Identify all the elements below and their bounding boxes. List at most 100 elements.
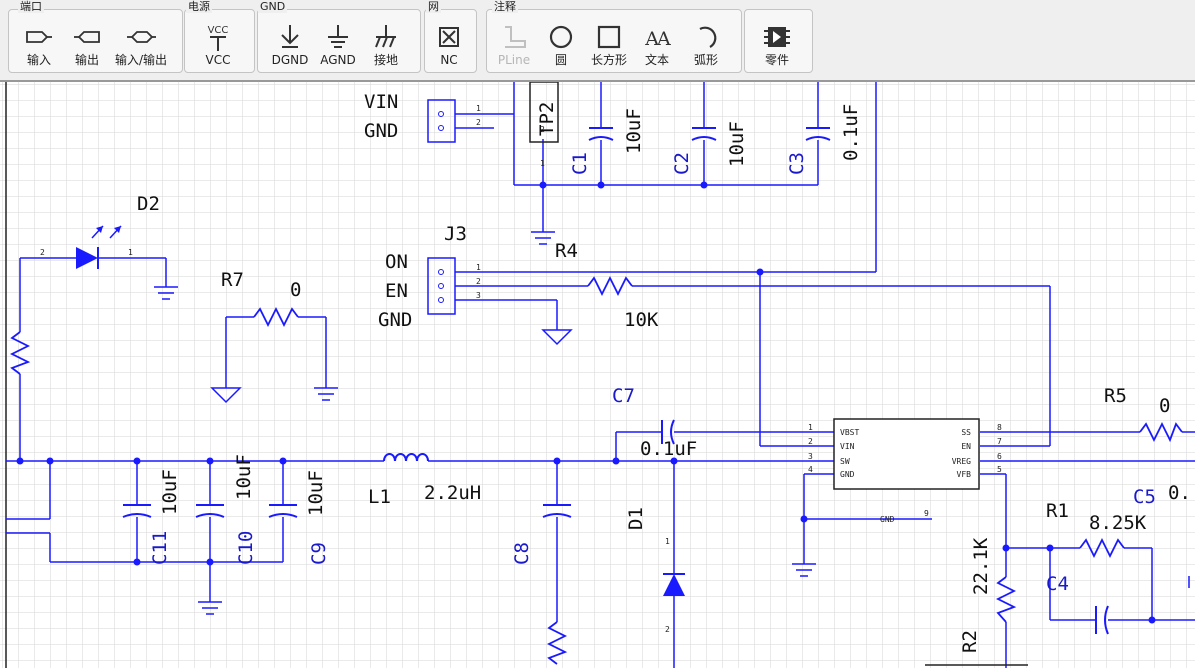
toolbar-button-label: NC bbox=[440, 53, 458, 67]
toolbar-button-label: 输入/输出 bbox=[114, 53, 168, 67]
c9-value: 10uF bbox=[305, 470, 327, 516]
svg-text:AA: AA bbox=[644, 28, 671, 50]
toolbar-group-4 bbox=[486, 9, 742, 73]
pline-icon bbox=[505, 26, 526, 48]
ic-pin-label: GND bbox=[840, 470, 855, 479]
toolbar-button-label: 圆 bbox=[554, 53, 567, 67]
r2-value: 22.1K bbox=[970, 537, 992, 595]
c1-label: C1 bbox=[569, 152, 591, 175]
toolbar-button-dgnd[interactable]: DGND bbox=[266, 23, 314, 71]
svg-text:VCC: VCC bbox=[208, 25, 229, 36]
ic-pin-number: 9 bbox=[924, 509, 929, 518]
r1-label: R1 bbox=[1046, 500, 1069, 522]
c5-label: C5 bbox=[1133, 486, 1156, 508]
diode-symbols bbox=[76, 225, 685, 596]
toolbar-group-title: GND bbox=[258, 0, 288, 13]
ic-pin-number: 8 bbox=[997, 423, 1002, 432]
c2-label: C2 bbox=[671, 152, 693, 175]
toolbar-button-part[interactable]: 零件 bbox=[753, 23, 801, 71]
connector-symbols bbox=[427, 82, 980, 490]
toolbar-button-circle[interactable]: 圆 bbox=[537, 23, 585, 71]
toolbar-button-pline[interactable]: PLine bbox=[483, 23, 545, 71]
toolbar-button-vcc[interactable]: VCC VCC bbox=[194, 23, 242, 71]
c2-value: 10uF bbox=[726, 121, 748, 167]
toolbar-button-rectangle[interactable]: 长方形 bbox=[585, 23, 633, 71]
r4-value: 10K bbox=[624, 309, 659, 331]
svg-text:1: 1 bbox=[540, 159, 545, 168]
c8-label: C8 bbox=[511, 542, 533, 565]
toolbar-button-port-output[interactable]: 输出 bbox=[63, 23, 111, 71]
r1-value: 8.25K bbox=[1089, 512, 1147, 534]
toolbar-button-label: 文本 bbox=[644, 53, 669, 67]
svg-text:1: 1 bbox=[476, 263, 481, 272]
toolbar-group-1 bbox=[184, 9, 255, 73]
vcc-icon: VCC bbox=[208, 25, 229, 51]
c3-label: C3 bbox=[786, 152, 808, 175]
toolbar-button-label: DGND bbox=[271, 53, 309, 67]
ic-pin-number: 3 bbox=[808, 452, 813, 461]
circle-icon bbox=[549, 25, 573, 49]
part-icon bbox=[764, 27, 790, 47]
r2-label: R2 bbox=[959, 630, 981, 653]
grid-background bbox=[0, 82, 1195, 668]
svg-text:2: 2 bbox=[40, 248, 45, 257]
wires bbox=[6, 82, 1195, 668]
toolbar-group-3 bbox=[424, 9, 477, 73]
ic-pin-label: EN bbox=[961, 442, 971, 451]
c4-label: C4 bbox=[1046, 573, 1069, 595]
d2-label: D2 bbox=[137, 193, 160, 215]
net-labels: VIN GND ON EN GND bbox=[364, 91, 412, 331]
ic-pin-number: 7 bbox=[997, 437, 1002, 446]
resistor-symbols bbox=[9, 275, 1183, 665]
ic-pin-number: 2 bbox=[808, 437, 813, 446]
j3-label: J3 bbox=[444, 223, 467, 245]
toolbar-button-text[interactable]: AA 文本 bbox=[633, 23, 681, 71]
toolbar-group-title: 端口 bbox=[18, 0, 44, 13]
toolbar-button-arc[interactable]: 弧形 bbox=[682, 23, 730, 71]
ic-pin-label: GND bbox=[880, 515, 895, 524]
toolbar-button-port-input[interactable]: 输入 bbox=[15, 23, 63, 71]
r5-label: R5 bbox=[1104, 385, 1127, 407]
junction-dots bbox=[16, 181, 1156, 624]
ic-pin-label: VIN bbox=[840, 442, 855, 451]
r5-value: 0 bbox=[1159, 395, 1170, 417]
ic-pin-number: 6 bbox=[997, 452, 1002, 461]
regulator-ic[interactable] bbox=[833, 418, 980, 490]
toolbar-button-label: 零件 bbox=[764, 53, 789, 67]
svg-text:2: 2 bbox=[665, 625, 670, 634]
ic-pin-label: VREG bbox=[952, 457, 971, 466]
ic-pin-label: VFB bbox=[957, 470, 972, 479]
port-bidir-icon bbox=[127, 31, 156, 43]
component-labels: R4 10K J3 D2 R7 0 L1 2.2uH 0.1uF R5 0 0.… bbox=[137, 102, 1191, 653]
toolbar-button-label: VCC bbox=[205, 53, 231, 67]
capacitor-labels: C7 C5 C4 C1 C2 C3 C11 C10 C9 C8 bbox=[149, 152, 1156, 595]
net-label-on: ON bbox=[385, 251, 408, 273]
toolbar-button-earth[interactable]: 接地 bbox=[362, 23, 410, 71]
c5-value: 0. bbox=[1168, 482, 1191, 504]
net-label-en: EN bbox=[385, 280, 408, 302]
c11-value: 10uF bbox=[159, 469, 181, 515]
ic-pin-number: 4 bbox=[808, 465, 813, 474]
dgnd-icon bbox=[281, 25, 299, 48]
net-label-vin: VIN bbox=[364, 91, 398, 113]
toolbar-button-agnd[interactable]: AGND bbox=[314, 23, 362, 71]
port-input-icon bbox=[26, 31, 52, 43]
toolbar-group-title: 电源 bbox=[186, 0, 212, 13]
l1-value: 2.2uH bbox=[424, 482, 481, 504]
svg-text:1: 1 bbox=[476, 104, 481, 113]
toolbar-button-label: 弧形 bbox=[693, 53, 718, 67]
capacitor-symbols bbox=[122, 127, 1109, 635]
arc-icon bbox=[699, 26, 717, 48]
toolbar-button-label: PLine bbox=[497, 53, 531, 67]
svg-text:3: 3 bbox=[476, 291, 481, 300]
ic-pin-label: SW bbox=[840, 457, 850, 466]
svg-text:1: 1 bbox=[128, 248, 133, 257]
svg-text:2: 2 bbox=[476, 118, 481, 127]
ic-pin-label: VBST bbox=[840, 428, 859, 437]
toolbar-button-port-bidir[interactable]: 输入/输出 bbox=[110, 23, 172, 71]
rectangle-icon bbox=[597, 25, 621, 49]
l1-label: L1 bbox=[368, 486, 391, 508]
toolbar-button-no-connect[interactable]: NC bbox=[425, 23, 473, 71]
toolbar-button-label: AGND bbox=[320, 53, 356, 67]
